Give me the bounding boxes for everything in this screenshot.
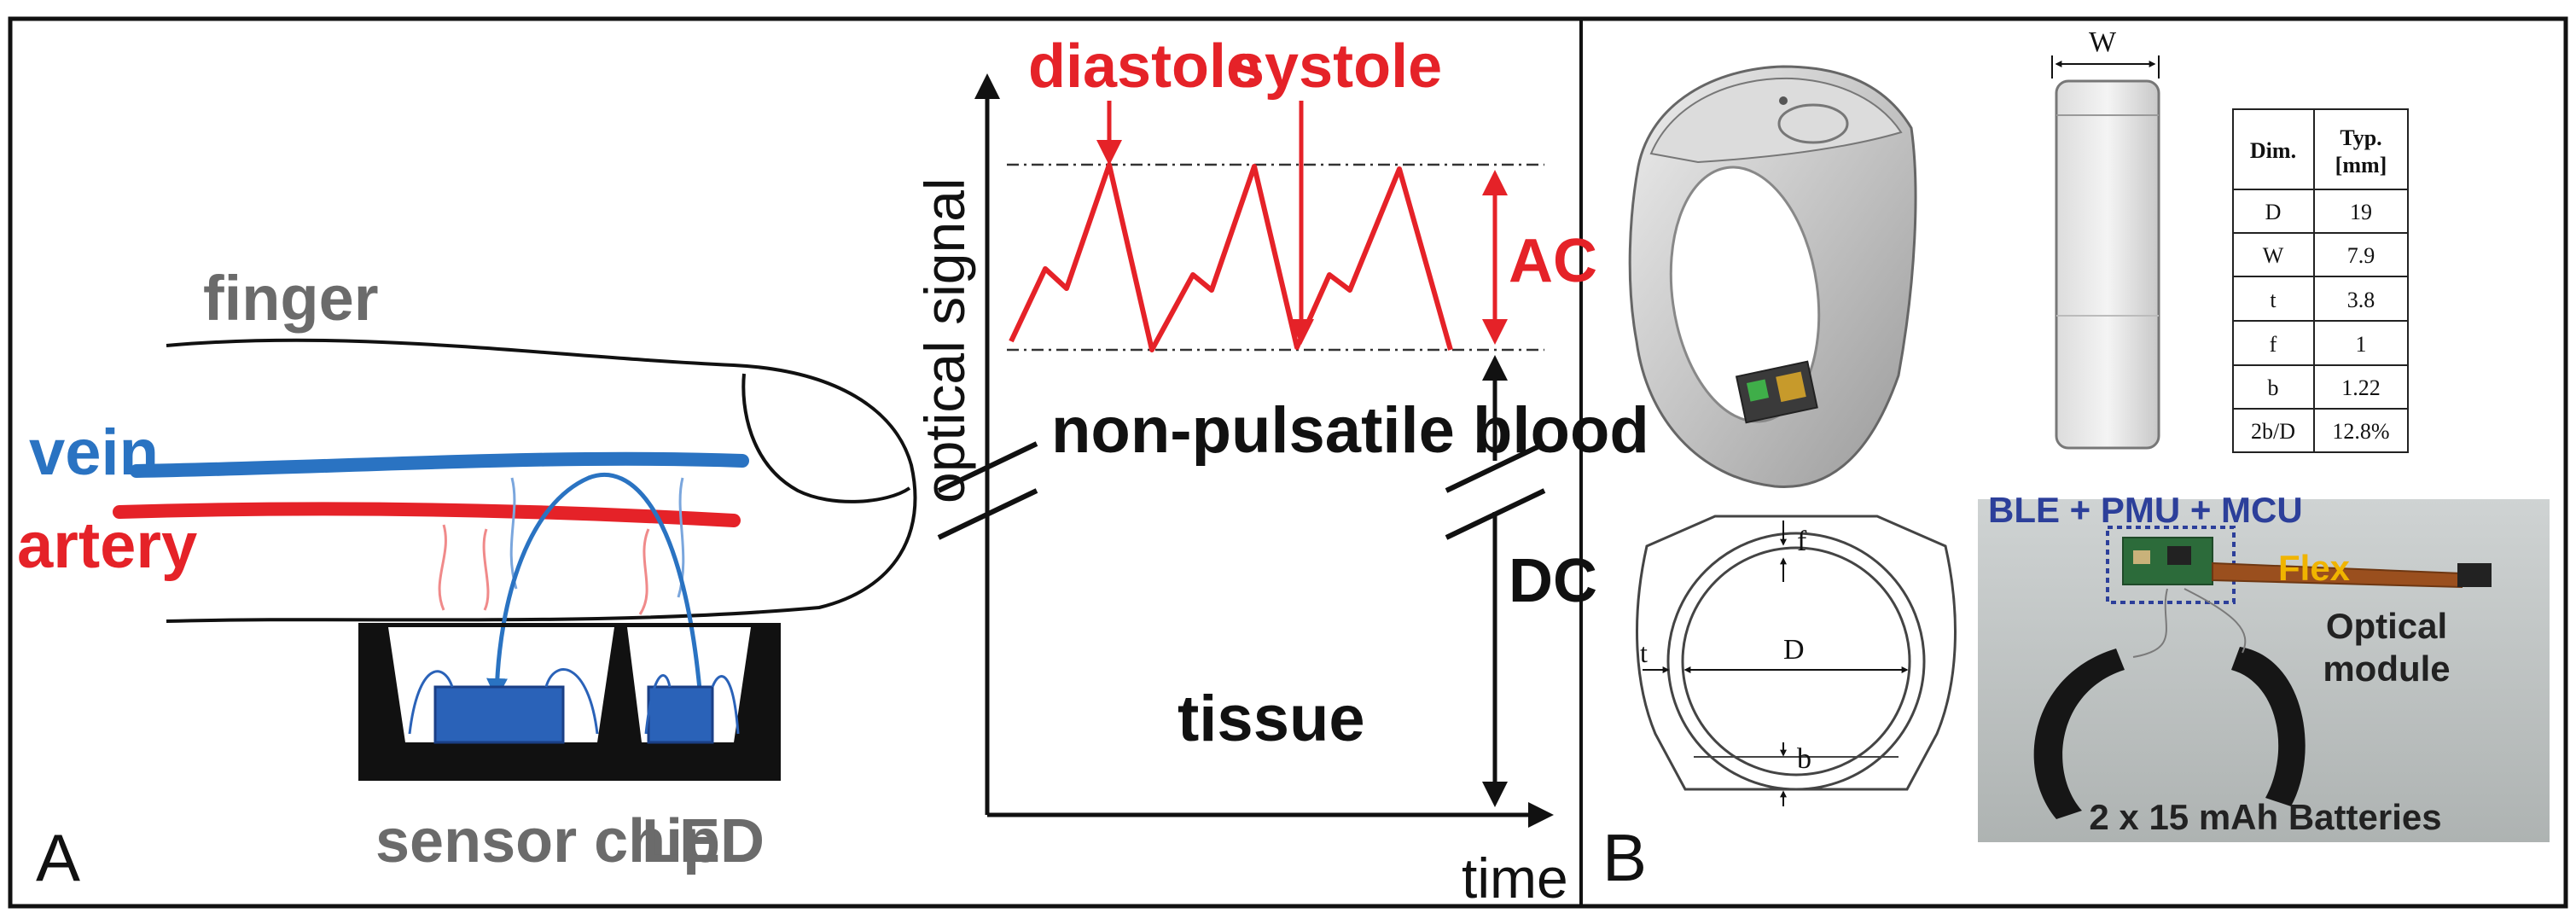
optical-module-label-line2: module: [2323, 649, 2450, 689]
systole-label: systole: [1230, 32, 1442, 101]
table-row-dim: D: [2265, 200, 2282, 224]
table-header-unit: [mm]: [2335, 153, 2387, 177]
battery-left: [2033, 649, 2125, 819]
ring-hole: [1669, 166, 1821, 423]
sensor-housing: [358, 623, 781, 781]
table-row-typ: 1.22: [2341, 375, 2381, 400]
table-row-dim: 2b/D: [2251, 419, 2295, 444]
table-header-typ: Typ.: [2340, 125, 2381, 150]
cross-section-f: f: [1797, 526, 1807, 557]
finger-illustration: [113, 338, 917, 781]
y-axis-label: optical signal: [913, 177, 976, 503]
modules-label: BLE + PMU + MCU: [1988, 490, 2303, 530]
led-block: [647, 685, 714, 744]
ring-render: [1628, 65, 1917, 488]
hardware-photo: [1978, 499, 2550, 842]
dc-label: DC: [1509, 547, 1597, 615]
w-label: W: [2089, 26, 2117, 58]
table-row-dim: t: [2270, 288, 2277, 312]
panel-b-letter: B: [1602, 820, 1647, 895]
ppg-signal-diagram: [937, 73, 1554, 828]
cross-section-t: t: [1640, 637, 1648, 668]
table-row-dim: W: [2263, 243, 2284, 268]
table-text: Dim. Typ. [mm] D 19 W 7.9 t 3.8 f 1 b 1.…: [2250, 125, 2390, 444]
light-path-arrow: [486, 472, 702, 700]
table-row-typ: 3.8: [2347, 288, 2375, 312]
ring-cross-section: [1636, 515, 1957, 806]
ring-logo: [1777, 103, 1849, 144]
outer-frame: [8, 16, 2568, 909]
dimensions-table: [2232, 108, 2409, 453]
optical-module-chip: [2457, 563, 2492, 587]
cross-section-d: D: [1783, 634, 1805, 666]
diastole-label: diastole: [1028, 32, 1260, 101]
ring-side-body: [2055, 79, 2160, 450]
x-axis-label: time: [1462, 846, 1568, 910]
fingernail: [741, 373, 911, 503]
non-pulsatile-label: non-pulsatile blood: [1051, 394, 1649, 467]
panel-a-letter: A: [36, 820, 80, 895]
table-row-typ: 19: [2350, 200, 2372, 224]
finger-outline: [166, 338, 917, 623]
sensor-chip-block: [433, 685, 565, 744]
table-row-typ: 7.9: [2347, 243, 2375, 268]
dc-break: [1445, 441, 1546, 540]
artery-label: artery: [17, 509, 197, 582]
battery-right: [2231, 647, 2306, 806]
axis-break: [937, 441, 1038, 540]
cross-section-b: b: [1797, 743, 1811, 775]
table-row-typ: 1: [2356, 332, 2367, 357]
artery-line: [113, 502, 741, 527]
vein-label: vein: [29, 416, 159, 489]
table-row-dim: f: [2270, 332, 2277, 357]
ac-label: AC: [1509, 227, 1597, 295]
table-row-dim: b: [2268, 375, 2279, 400]
ring-top-face: [1649, 77, 1903, 164]
table-header-dim: Dim.: [2250, 138, 2296, 163]
sensor-chip-label: sensor chip: [375, 807, 720, 875]
vein-line: [130, 451, 749, 478]
table-row-typ: 12.8%: [2332, 419, 2389, 444]
optical-module-label-line1: Optical: [2326, 606, 2447, 646]
ppg-waveform: [1009, 162, 1453, 352]
flex-label: Flex: [2278, 548, 2351, 588]
tissue-label: tissue: [1178, 683, 1365, 755]
ring-side-view: [2051, 55, 2160, 450]
batteries-label: 2 x 15 mAh Batteries: [2089, 797, 2441, 837]
finger-label: finger: [203, 263, 379, 334]
led-label: LED: [642, 807, 765, 875]
